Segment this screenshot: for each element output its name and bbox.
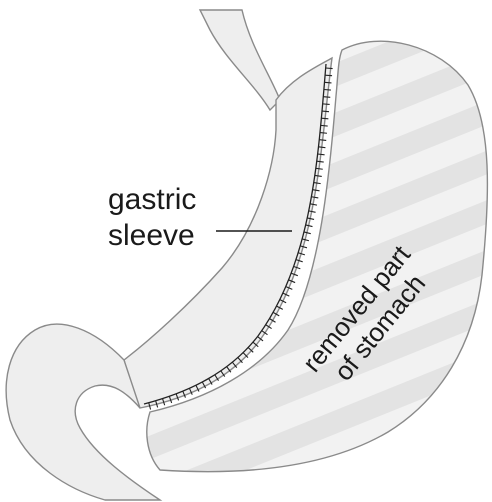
staple-tick [321,118,328,119]
staple-tick [319,140,326,141]
staple-tick [324,90,331,91]
staple-tick [325,75,332,76]
staple-tick [321,125,328,126]
staple-tick [318,147,325,148]
staple-tick [320,133,327,134]
staple-tick [326,68,333,69]
staple-tick [323,97,330,98]
esophagus [200,10,280,110]
gastric-sleeve-label-line-1: gastric [108,182,196,218]
staple-tick [323,104,330,105]
staple-tick [324,82,331,83]
gastric-sleeve-label: gastric sleeve [108,182,196,254]
staple-tick [322,111,329,112]
gastric-sleeve-label-line-2: sleeve [108,218,196,254]
